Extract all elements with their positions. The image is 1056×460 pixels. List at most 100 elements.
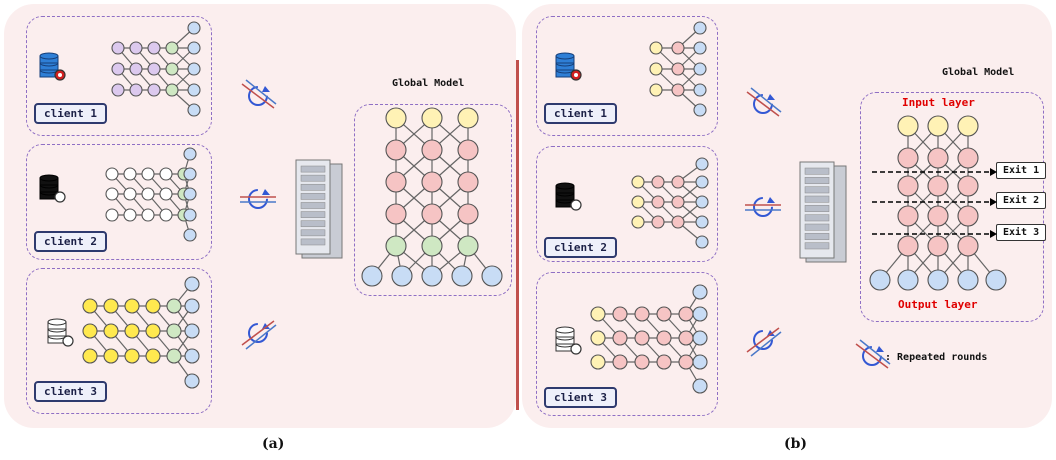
client-node (612, 306, 628, 322)
exit-arrowhead-icon (990, 168, 997, 176)
client-node (103, 323, 119, 339)
output-node (693, 83, 707, 97)
output-node (184, 276, 200, 292)
output-node (693, 21, 707, 35)
server-slot (300, 165, 326, 173)
client-node (159, 167, 173, 181)
client-node (123, 167, 137, 181)
gear-hole (574, 203, 578, 207)
client-node (651, 215, 665, 229)
db-top (555, 52, 575, 60)
global-node (385, 139, 407, 161)
panel-divider (516, 60, 519, 410)
client-node (671, 215, 685, 229)
sync-head (767, 330, 775, 336)
client-node (671, 175, 685, 189)
client-node (165, 62, 179, 76)
server-slot (300, 229, 326, 237)
arrow-red (746, 327, 780, 353)
sync-arrows-icon (241, 79, 277, 109)
global-node (897, 205, 919, 227)
global-model-title-a: Global Model (392, 78, 465, 89)
client-node (649, 41, 663, 55)
client-node (145, 348, 161, 364)
client-node (165, 83, 179, 97)
client-node (145, 298, 161, 314)
db-top (555, 182, 575, 190)
global-node (421, 235, 443, 257)
global-node (385, 203, 407, 225)
exit-3-box: Exit 3 (996, 224, 1047, 241)
global-node (897, 115, 919, 137)
client-node (82, 323, 98, 339)
output-node (692, 378, 708, 394)
global-node (421, 171, 443, 193)
output-node (184, 323, 200, 339)
exit-arrowhead-icon (990, 230, 997, 238)
client-node (105, 208, 119, 222)
client-node (111, 41, 125, 55)
client-2-box-b (536, 146, 718, 262)
output-node (187, 21, 201, 35)
gear-hole (66, 339, 70, 343)
gear-hole (574, 73, 578, 77)
client-node (105, 167, 119, 181)
sync-arrows-icon (241, 320, 277, 350)
client-node (124, 348, 140, 364)
server-slot (300, 193, 326, 200)
database-gear-icon (39, 174, 66, 203)
global-node (457, 171, 479, 193)
global-node (897, 147, 919, 169)
client-node (141, 187, 155, 201)
server-slot (300, 238, 326, 246)
input-layer-label: Input layer (902, 96, 975, 109)
global-node (957, 205, 979, 227)
server-slot (300, 211, 326, 218)
caption-a: (a) (262, 436, 285, 452)
exit-arrowhead-icon (990, 198, 997, 206)
client-node (103, 348, 119, 364)
client-node (656, 306, 672, 322)
client-1-box-b (536, 16, 718, 136)
global-node (457, 203, 479, 225)
global-node (927, 205, 949, 227)
client-node (656, 354, 672, 370)
sync-ring (753, 197, 773, 217)
client-node (141, 208, 155, 222)
global-node (421, 139, 443, 161)
arrow-blue (750, 331, 782, 357)
client-3-box-a (26, 268, 212, 414)
client-node (147, 62, 161, 76)
global-output-node (361, 265, 383, 287)
global-node (385, 235, 407, 257)
output-node (183, 228, 197, 242)
output-node (187, 41, 201, 55)
output-node (692, 330, 708, 346)
global-node (421, 203, 443, 225)
database-gear-icon (555, 326, 582, 355)
global-node (385, 107, 407, 129)
server-slot (804, 242, 830, 250)
client-node (147, 83, 161, 97)
client-node (159, 187, 173, 201)
sync-head (262, 323, 270, 329)
global-model-title-b: Global Model (942, 67, 1015, 78)
global-node (957, 115, 979, 137)
database-gear-icon (39, 52, 66, 81)
server-slot (300, 220, 326, 228)
sync-head (767, 197, 775, 203)
global-node (897, 235, 919, 257)
server-rack-icon (295, 159, 343, 259)
output-node (184, 298, 200, 314)
caption-b: (b) (784, 436, 808, 452)
global-output-node (957, 269, 979, 291)
global-node (957, 147, 979, 169)
client-node (123, 187, 137, 201)
global-node (421, 107, 443, 129)
output-node (695, 235, 709, 249)
output-node (183, 147, 197, 161)
global-node (385, 171, 407, 193)
client-node (111, 83, 125, 97)
sync-head (262, 189, 270, 195)
